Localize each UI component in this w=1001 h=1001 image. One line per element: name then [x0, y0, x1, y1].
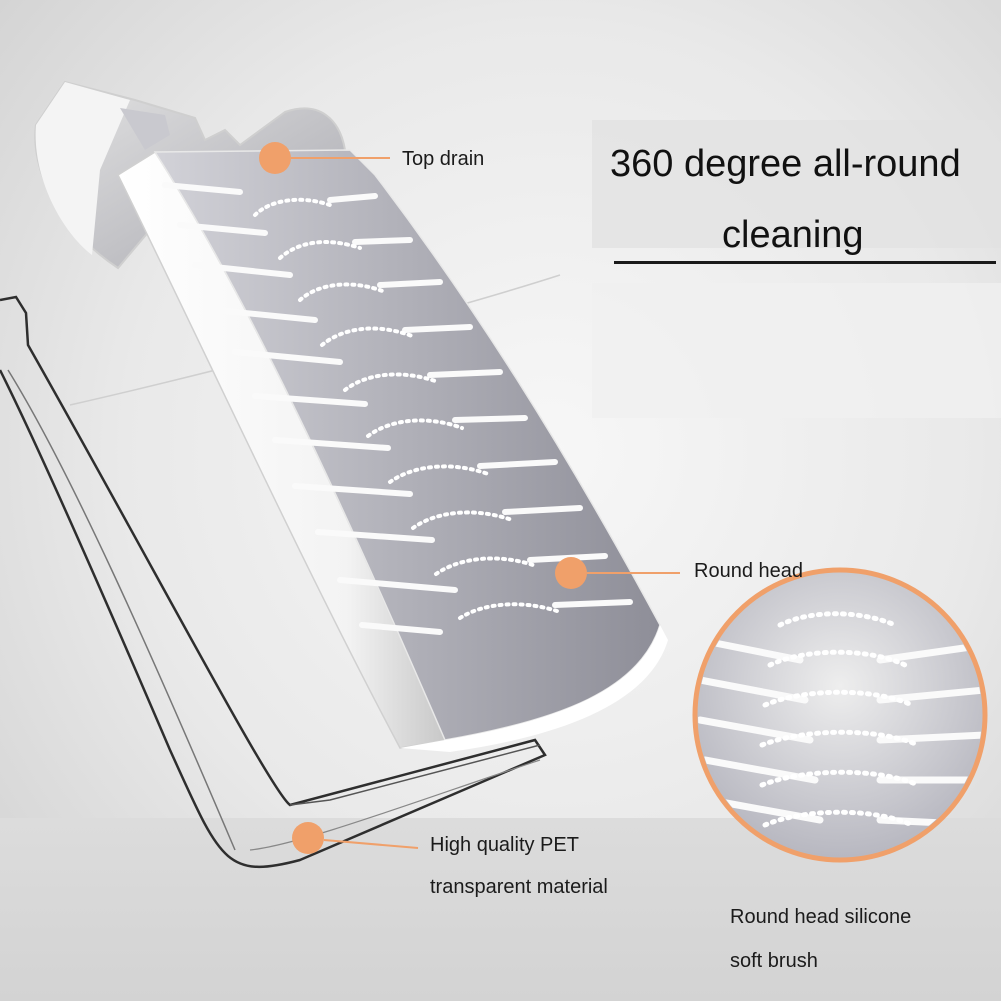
- headline-line-1: 360 degree all-round: [610, 143, 961, 185]
- headline-panel: [592, 120, 1001, 248]
- closeup-brush-circle: [692, 567, 988, 863]
- bristle-arcs: [253, 197, 562, 620]
- headline-line-2: cleaning: [722, 214, 864, 256]
- top-drain-label: Top drain: [402, 148, 485, 170]
- round-head-marker: [555, 557, 587, 589]
- blank-text-panel: [592, 283, 1001, 418]
- brush-head: [153, 149, 661, 741]
- pet-material-label-line-1: High quality PET: [430, 834, 579, 856]
- pet-material-label-line-2: transparent material: [430, 876, 608, 898]
- pet-marker: [292, 822, 324, 854]
- callout-markers: [259, 142, 680, 854]
- soft-brush-label-line-1: Round head silicone: [730, 906, 912, 928]
- bristle-rows: [162, 182, 633, 635]
- round-head-label: Round head: [694, 560, 803, 582]
- pet-cover: [0, 295, 547, 869]
- soft-brush-label-line-2: soft brush: [730, 950, 818, 972]
- brush-base-edge: [400, 625, 668, 752]
- top-drain-marker: [259, 142, 291, 174]
- headline-underline: [614, 261, 996, 264]
